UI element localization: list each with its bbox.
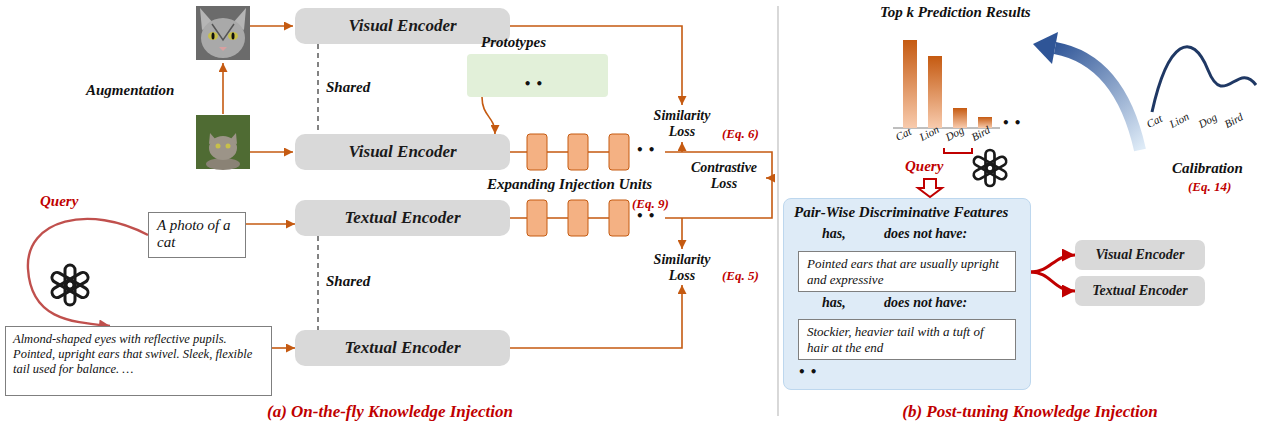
connector xyxy=(317,236,318,330)
node-text: • • xyxy=(798,365,818,379)
loss-label: Contrastive Loss xyxy=(684,160,764,192)
ellipsis: • • xyxy=(636,143,656,157)
connector xyxy=(1031,255,1075,272)
node-text: Almond-shaped eyes with reflective pupil… xyxy=(13,332,264,377)
axis-label: Dog xyxy=(1196,111,1218,130)
connector xyxy=(246,223,295,225)
connector xyxy=(482,97,495,134)
node-text: Visual Encoder xyxy=(1095,247,1184,263)
connector xyxy=(28,219,148,326)
ellipsis: • • xyxy=(636,209,656,223)
loss-label: Similarity Loss xyxy=(647,252,717,284)
node-text: has, xyxy=(822,226,846,242)
step-label: Calibration xyxy=(1172,160,1243,177)
ellipsis: • • xyxy=(1002,116,1022,130)
node-text: Pair-Wise Discriminative Features xyxy=(794,204,1008,221)
feature-box: Stockier, heavier tail with a tuft of ha… xyxy=(798,319,1016,360)
bar-chart xyxy=(893,40,1000,197)
prompt-box: A photo of a cat xyxy=(148,212,246,258)
equation-ref: (Eq. 5) xyxy=(722,268,759,284)
node-text: A photo of a cat xyxy=(157,217,237,252)
prototype-box: Prototypes• • xyxy=(467,54,608,97)
node-text: • • xyxy=(467,77,600,91)
node-text: Visual Encoder xyxy=(348,16,456,36)
node-text: Textual Encoder xyxy=(1092,283,1188,299)
node-text: Visual Encoder xyxy=(348,142,456,162)
equation-ref: (Eq. 6) xyxy=(722,126,759,142)
encoder-box: Visual Encoder xyxy=(1075,240,1205,270)
equation-ref: (Eq. 14) xyxy=(1188,179,1231,195)
connector xyxy=(1031,272,1075,291)
panel-title: (b) Post-tuning Knowledge Injection xyxy=(880,402,1180,422)
node-text: has, xyxy=(822,295,846,311)
connector xyxy=(272,347,295,349)
node-text: does not have: xyxy=(884,226,967,242)
feature-panel: Pair-Wise Discriminative Features has, doe… xyxy=(783,198,1031,390)
encoder-box: Textual Encoder xyxy=(295,330,510,366)
connector-lines xyxy=(223,26,772,348)
module-label: Expanding Injection Units xyxy=(487,176,652,193)
step-label: Augmentation xyxy=(86,82,174,99)
chart-title: Top k Prediction Results xyxy=(880,4,1031,21)
encoder-box: Textual Encoder xyxy=(1075,276,1205,306)
node-text: does not have: xyxy=(884,295,967,311)
description-box: Almond-shaped eyes with reflective pupil… xyxy=(5,326,272,396)
panel-divider xyxy=(777,6,778,416)
node-text: Textual Encoder xyxy=(344,338,460,358)
axis-label: Lion xyxy=(1167,110,1190,130)
node-text: Pointed ears that are usually upright an… xyxy=(807,256,1007,287)
edge-label: Shared xyxy=(326,273,370,290)
node-text: Stockier, heavier tail with a tuft of ha… xyxy=(807,324,1007,355)
axis-label: Lion xyxy=(917,123,940,143)
axis-label: Cat xyxy=(1144,112,1164,130)
loss-label: Similarity Loss xyxy=(647,108,717,140)
cat-photo xyxy=(196,115,250,170)
calibrated-curve xyxy=(1152,47,1256,112)
panel-title: (a) On-the-fly Knowledge Injection xyxy=(245,402,535,422)
encoder-box: Visual Encoder xyxy=(295,134,510,170)
edge-label: Query xyxy=(40,193,78,210)
query-label: Query xyxy=(905,158,943,175)
axis-label: Bird xyxy=(1222,110,1245,130)
augmented-cat-photo xyxy=(196,6,250,60)
connector xyxy=(317,44,318,134)
encoder-box: Textual Encoder xyxy=(295,200,510,236)
node-text: Textual Encoder xyxy=(344,208,460,228)
encoder-box: Visual Encoder xyxy=(295,8,510,44)
feature-box: Pointed ears that are usually upright an… xyxy=(798,251,1016,292)
node-text: Prototypes xyxy=(481,34,546,51)
calibration-arrow xyxy=(1033,32,1140,150)
edge-label: Shared xyxy=(326,79,370,96)
